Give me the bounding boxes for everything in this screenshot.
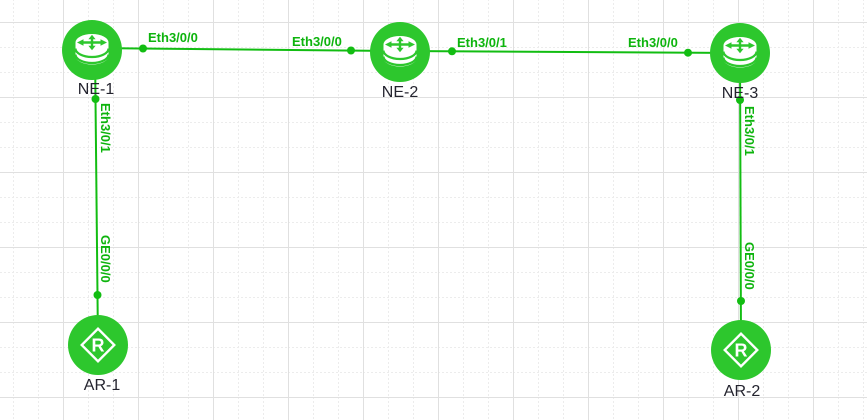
- if-label-ne3-eth301: Eth3/0/1: [741, 106, 757, 156]
- node-label-ne-1: NE-1: [77, 81, 115, 98]
- node-ne-2[interactable]: [370, 22, 430, 82]
- if-label-ar1-ge000: GE0/0/0: [97, 235, 113, 283]
- node-ne-1[interactable]: [62, 20, 122, 80]
- link-endpoint-dot: [91, 95, 100, 103]
- link-endpoint-dot: [684, 48, 692, 57]
- link-ne2-ne3[interactable]: [399, 50, 741, 54]
- ne-router-icon: [370, 22, 430, 82]
- ar-letter: R: [735, 341, 748, 361]
- if-label-ne1-eth301: Eth3/0/1: [97, 103, 113, 153]
- link-endpoint-dot: [139, 44, 147, 53]
- link-endpoint-dot: [93, 291, 102, 299]
- node-label-ar-2: AR-2: [723, 383, 761, 400]
- link-endpoint-dot: [737, 297, 745, 305]
- ar-letter: R: [92, 336, 105, 356]
- node-ar-2[interactable]: R: [711, 320, 771, 380]
- link-endpoint-dot: [448, 47, 456, 56]
- if-label-ne2-eth300: Eth3/0/0: [292, 34, 342, 49]
- ar-router-icon: R: [711, 320, 771, 380]
- node-label-ar-1: AR-1: [83, 377, 121, 394]
- link-endpoint-dot: [736, 96, 744, 104]
- ne-router-icon: [710, 23, 770, 83]
- if-label-ne1-eth300: Eth3/0/0: [148, 30, 198, 45]
- if-label-ar2-ge000: GE0/0/0: [742, 242, 757, 290]
- node-label-ne-3: NE-3: [721, 85, 759, 102]
- node-label-ne-2: NE-2: [381, 84, 419, 101]
- if-label-ne2-eth301: Eth3/0/1: [457, 35, 507, 50]
- link-endpoint-dot: [347, 46, 355, 55]
- node-ar-1[interactable]: R: [68, 315, 128, 375]
- ar-router-icon: R: [68, 315, 128, 375]
- if-label-ne3-eth300: Eth3/0/0: [628, 35, 678, 50]
- ne-router-icon: [62, 20, 122, 80]
- node-ne-3[interactable]: [710, 23, 770, 83]
